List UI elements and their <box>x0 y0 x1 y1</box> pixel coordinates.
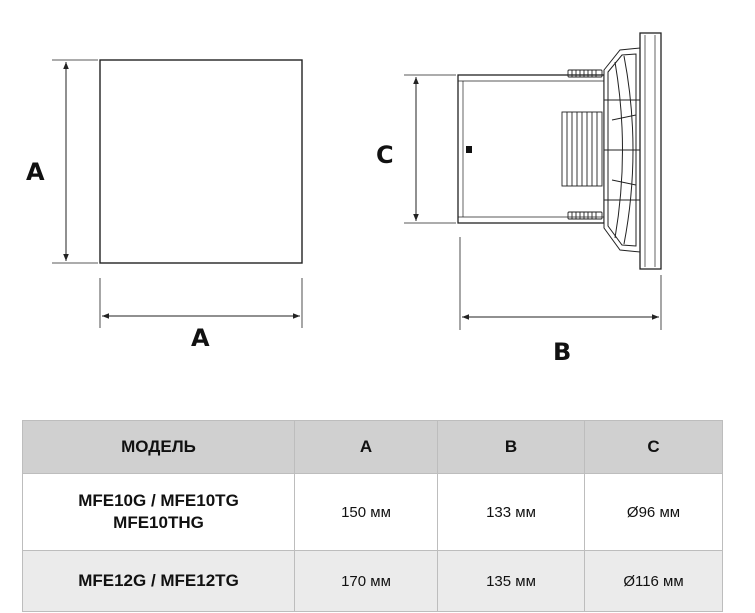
model-name: MFE10G / MFE10TG <box>78 491 239 510</box>
table-row: MFE12G / MFE12TG 170 мм 135 мм Ø116 мм <box>22 550 723 612</box>
model-cell: MFE10G / MFE10TG MFE10THG <box>22 473 295 551</box>
header-b: B <box>437 420 585 474</box>
latch <box>466 146 472 153</box>
dimension-drawing: A A <box>26 32 662 366</box>
front-height-label: A <box>26 158 45 186</box>
table-row: MFE10G / MFE10TG MFE10THG 150 мм 133 мм … <box>22 473 723 551</box>
front-width-label: A <box>191 324 210 352</box>
value-a: 150 мм <box>294 473 438 551</box>
value-b: 133 мм <box>437 473 585 551</box>
side-vents <box>561 111 603 187</box>
duct-diameter-label: C <box>376 141 394 169</box>
model-cell: MFE12G / MFE12TG <box>22 550 295 612</box>
header-model: МОДЕЛЬ <box>22 420 295 474</box>
model-name: MFE12G / MFE12TG <box>78 571 239 590</box>
front-panel-edge <box>639 32 662 270</box>
depth-label: B <box>553 338 571 366</box>
front-panel <box>99 59 303 264</box>
value-a: 170 мм <box>294 550 438 612</box>
value-b: 135 мм <box>437 550 585 612</box>
specifications-table: МОДЕЛЬ A B C MFE10G / MFE10TG MFE10THG 1… <box>22 420 723 612</box>
top-ridges <box>567 69 603 78</box>
model-name: MFE10THG <box>113 513 204 532</box>
table-header-row: МОДЕЛЬ A B C <box>22 420 723 474</box>
bottom-ridges <box>567 211 603 220</box>
header-c: C <box>584 420 723 474</box>
header-a: A <box>294 420 438 474</box>
side-view: C B <box>376 32 662 366</box>
motor-housing <box>603 47 641 253</box>
value-c: Ø116 мм <box>584 550 723 612</box>
front-view: A A <box>26 59 303 352</box>
value-c: Ø96 мм <box>584 473 723 551</box>
